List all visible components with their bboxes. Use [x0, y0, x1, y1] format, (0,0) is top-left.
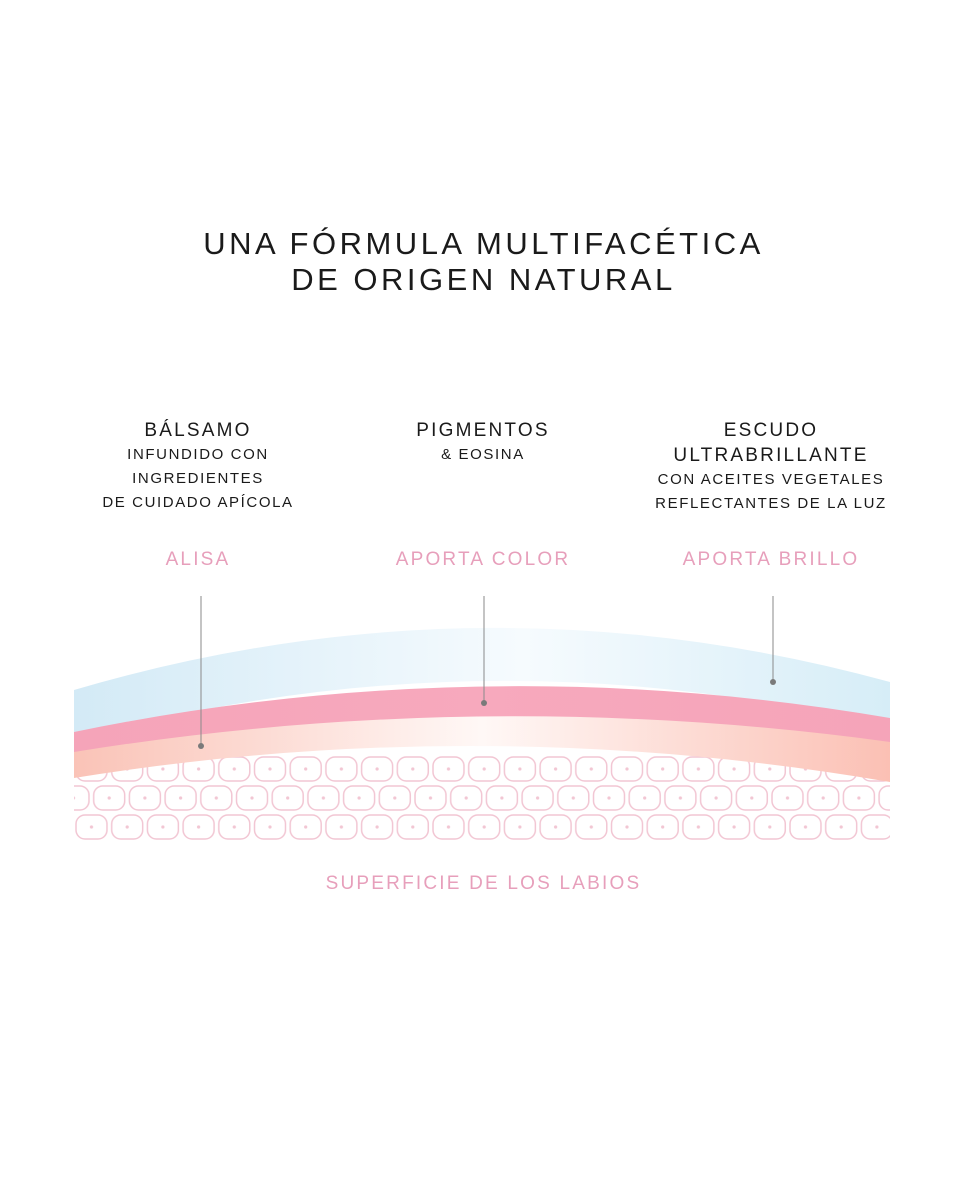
- title-line-2: DE ORIGEN NATURAL: [291, 262, 676, 297]
- benefit-smooths: ALISA: [165, 549, 231, 570]
- pigment-layer: [74, 686, 890, 764]
- pigments-heading: PIGMENTOS: [416, 420, 550, 441]
- title-line-1: UNA FÓRMULA MULTIFACÉTICA: [203, 226, 764, 261]
- balm-desc-line-3: DE CUIDADO APÍCOLA: [102, 494, 294, 511]
- pigments-desc-line-1: & EOSINA: [441, 446, 525, 463]
- column-balm: BÁLSAMO INFUNDIDO CON INGREDIENTES DE CU…: [48, 418, 348, 515]
- page-title: UNA FÓRMULA MULTIFACÉTICA DE ORIGEN NATU…: [0, 226, 967, 298]
- lip-surface-label: SUPERFICIE DE LOS LABIOS: [325, 873, 642, 894]
- shield-desc-line-1: CON ACEITES VEGETALES: [657, 471, 885, 488]
- benefit-shine: APORTA BRILLO: [682, 549, 860, 570]
- shield-heading: ESCUDO: [723, 420, 819, 441]
- shield-desc-line-2: REFLECTANTES DE LA LUZ: [655, 495, 887, 512]
- leader-dot-shield: [770, 679, 776, 685]
- shield-heading-2: ULTRABRILLANTE: [673, 445, 869, 466]
- balm-heading: BÁLSAMO: [144, 420, 252, 441]
- balm-desc-line-1: INFUNDIDO CON: [127, 446, 269, 463]
- leader-dot-balm: [198, 743, 204, 749]
- leader-dots: [198, 679, 776, 749]
- balm-desc-line-2: INGREDIENTES: [132, 470, 264, 487]
- balm-layer: [74, 716, 890, 782]
- leader-lines: [200, 596, 774, 745]
- leader-dot-pigment: [481, 700, 487, 706]
- benefit-color: APORTA COLOR: [395, 549, 571, 570]
- shield-layer: [74, 627, 890, 740]
- lip-surface-cells: [74, 754, 890, 840]
- column-pigments: PIGMENTOS & EOSINA: [333, 418, 633, 467]
- column-shield: ESCUDO ULTRABRILLANTE CON ACEITES VEGETA…: [621, 418, 921, 516]
